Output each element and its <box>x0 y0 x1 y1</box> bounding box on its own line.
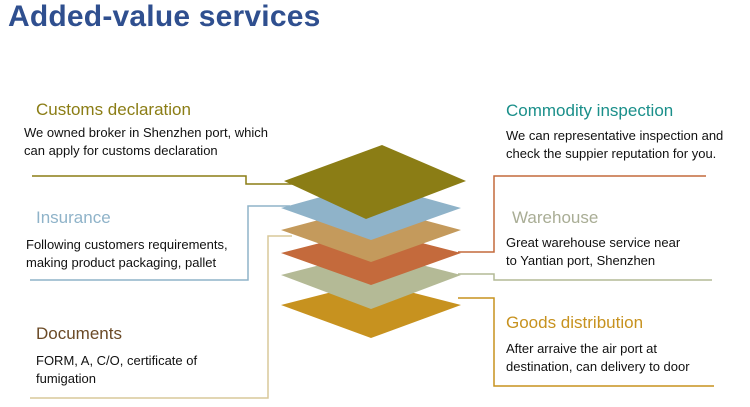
commodity-line-1: We can representative inspection and <box>506 128 724 143</box>
connector-warehouse <box>458 273 712 281</box>
warehouse-heading: Warehouse <box>512 208 599 227</box>
commodity-heading: Commodity inspection <box>506 101 674 120</box>
layer-goods-distribution <box>281 282 461 338</box>
insurance-description: Following customers requirements, making… <box>26 236 228 272</box>
customs-line-2: can apply for customs declaration <box>24 143 218 158</box>
connector-insurance <box>30 205 290 281</box>
insurance-line-2: making product packaging, pallet <box>26 255 217 270</box>
distribution-description: After arraive the air port at destinatio… <box>506 340 690 376</box>
documents-line-2: fumigation <box>36 371 96 386</box>
commodity-description: We can representative inspection and che… <box>506 127 723 163</box>
commodity-line-2: check the suppier reputation for you. <box>506 146 717 161</box>
distribution-heading: Goods distribution <box>506 313 644 332</box>
warehouse-description: Great warehouse service near to Yantian … <box>506 234 680 270</box>
page-title: Added-value services <box>8 0 321 33</box>
layer-customs-declaration <box>284 145 466 219</box>
connector-documents <box>30 235 292 399</box>
documents-description: FORM, A, C/O, certificate of fumigation <box>36 352 197 388</box>
customs-description: We owned broker in Shenzhen port, which … <box>24 124 268 160</box>
documents-heading: Documents <box>36 324 122 343</box>
documents-line-1: FORM, A, C/O, certificate of <box>36 353 198 368</box>
warehouse-line-1: Great warehouse service near <box>506 235 681 250</box>
insurance-line-1: Following customers requirements, <box>26 237 228 252</box>
connector-customs <box>32 175 300 185</box>
customs-heading: Customs declaration <box>36 100 191 119</box>
distribution-line-2: destination, can delivery to door <box>506 359 690 374</box>
warehouse-line-2: to Yantian port, Shenzhen <box>506 253 656 268</box>
distribution-line-1: After arraive the air port at <box>506 341 658 356</box>
connector-distribution <box>458 297 714 387</box>
customs-line-1: We owned broker in Shenzhen port, which <box>24 125 269 140</box>
insurance-heading: Insurance <box>36 208 111 227</box>
connector-commodity <box>458 175 706 253</box>
